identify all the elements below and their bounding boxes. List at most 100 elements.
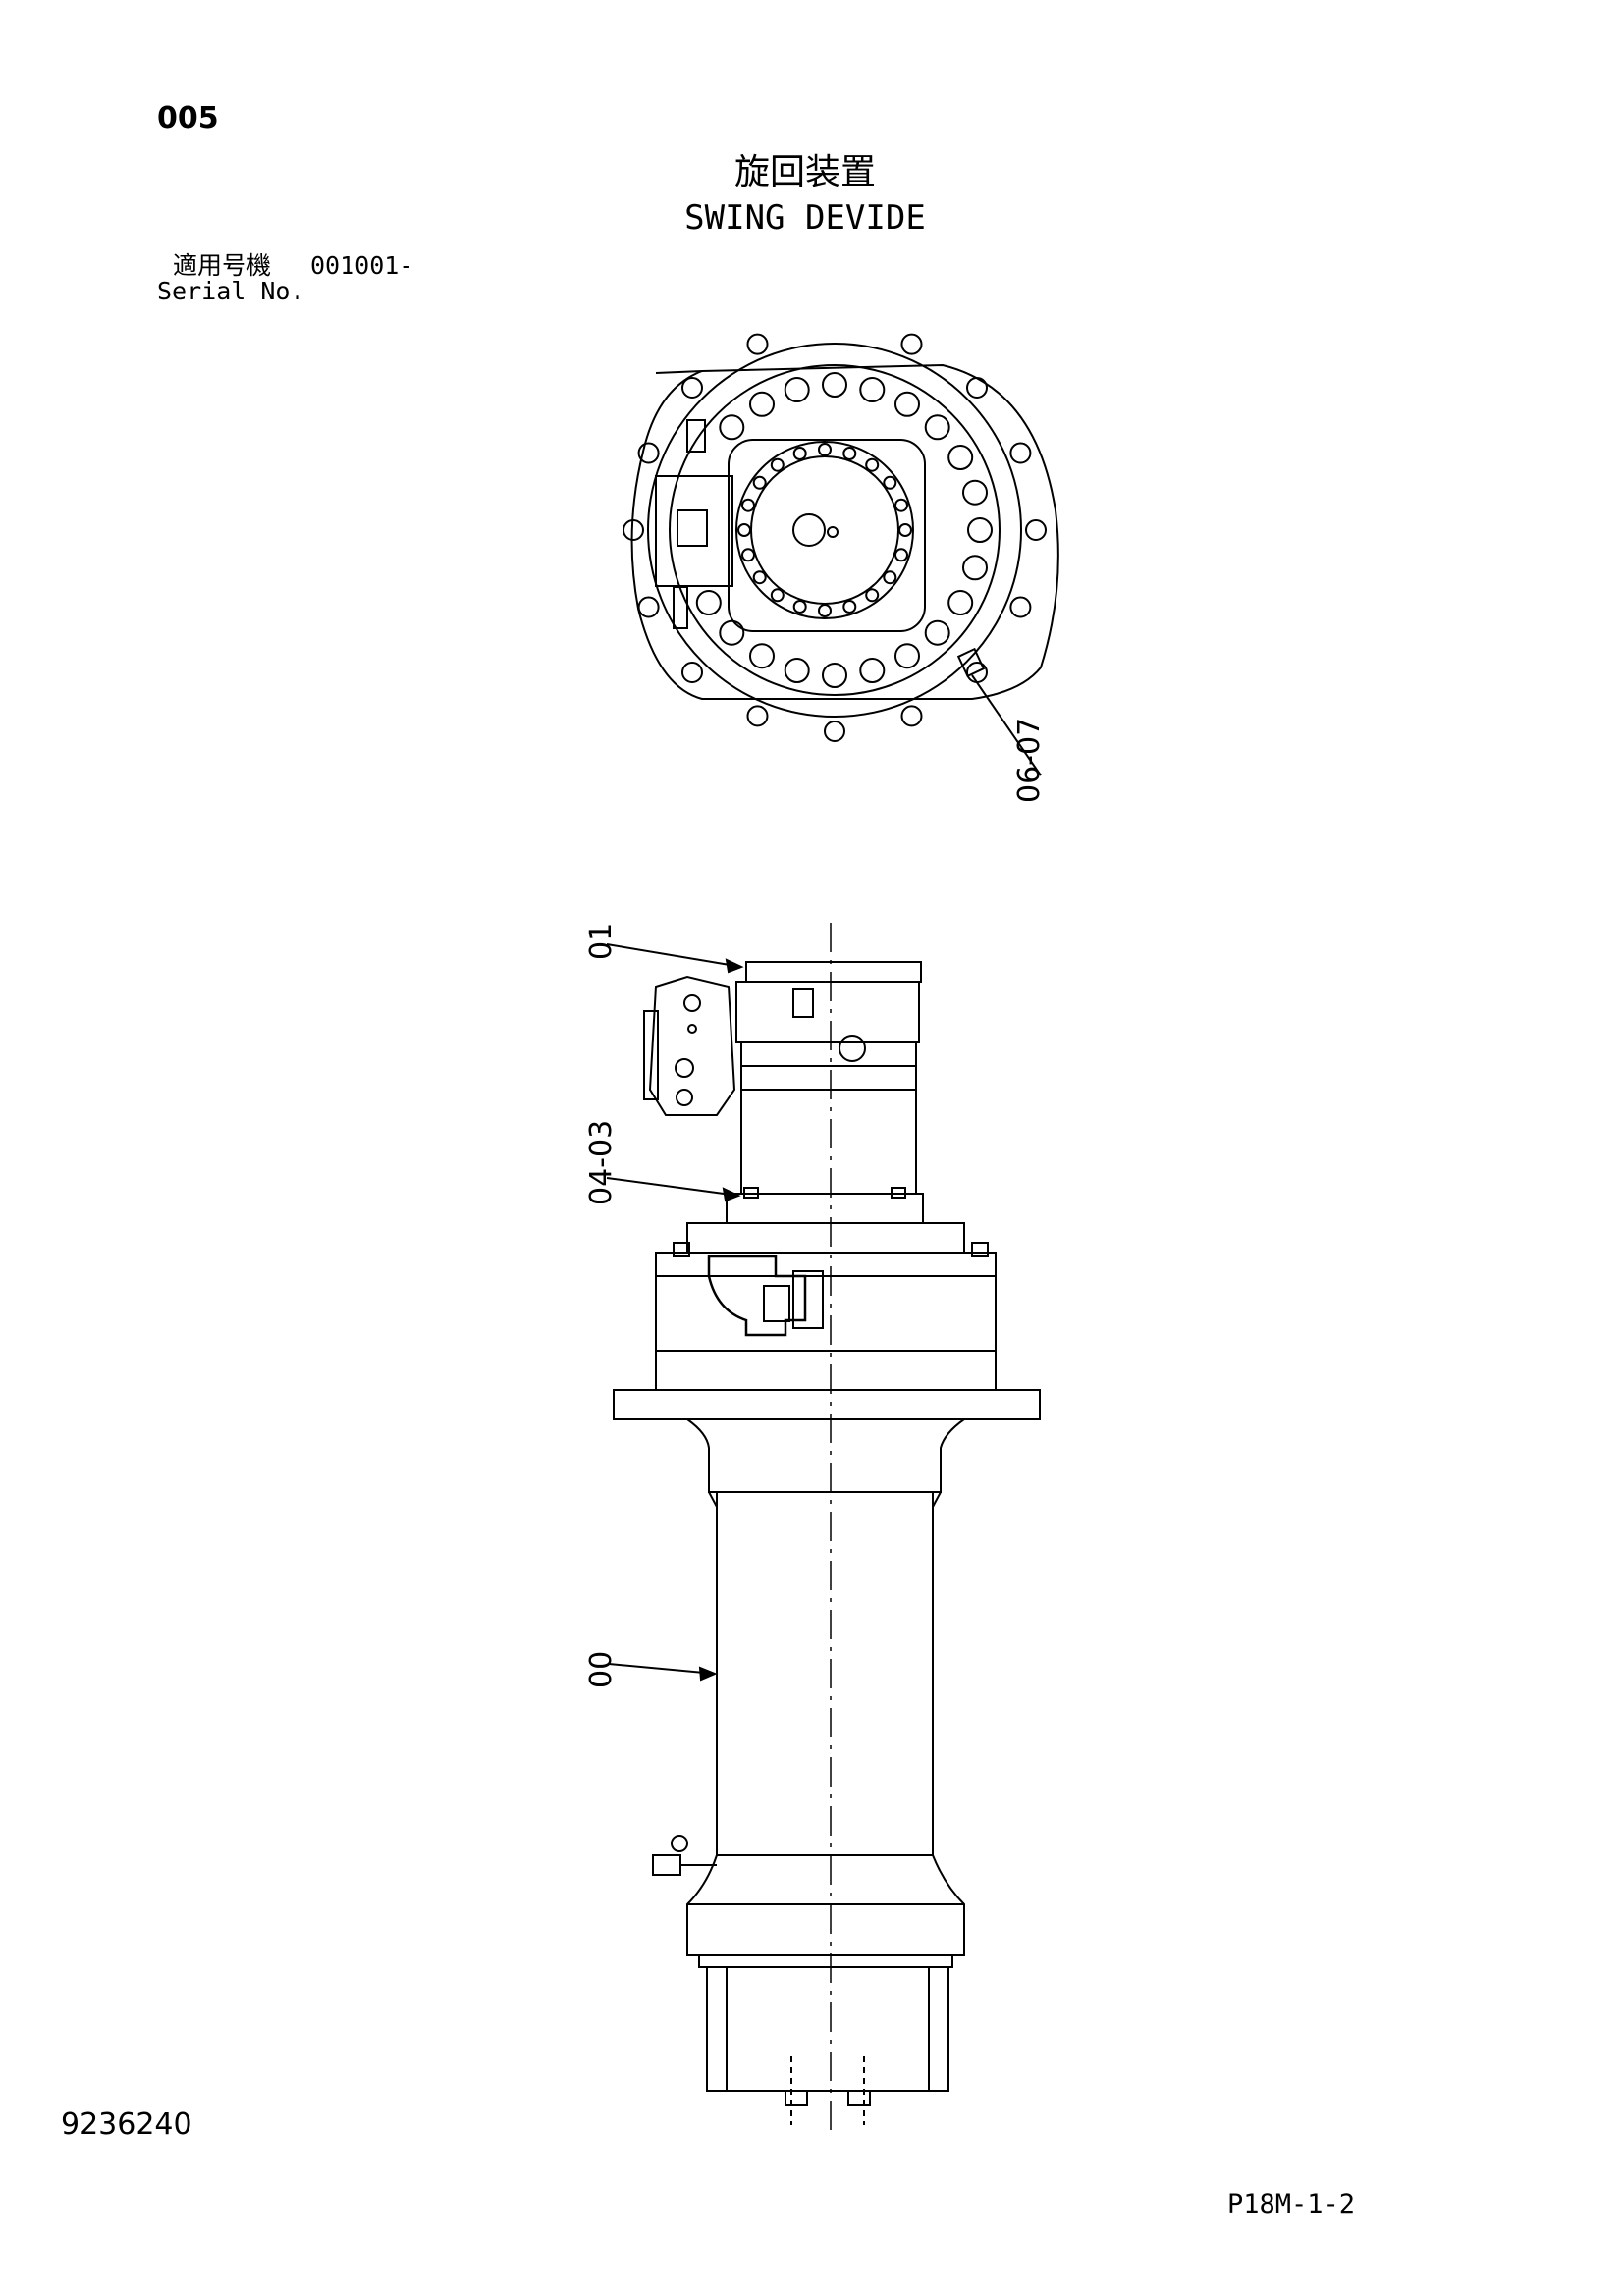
ring-bolts-hole bbox=[894, 391, 920, 417]
side-view-valve-fitting bbox=[683, 994, 701, 1012]
motor-bolts-hole bbox=[818, 604, 832, 617]
outer-holes-hole bbox=[1009, 596, 1032, 618]
side-view-lower-housing bbox=[655, 1350, 997, 1391]
side-view-motor-cap bbox=[745, 961, 922, 983]
outer-holes-hole bbox=[681, 377, 703, 399]
side-view-pinion bbox=[706, 1966, 949, 2092]
title-english: SWING DEVIDE bbox=[684, 198, 926, 238]
motor-bolts-hole bbox=[741, 548, 755, 562]
motor-bolts-hole bbox=[842, 447, 857, 460]
ring-bolts-hole bbox=[947, 590, 974, 615]
motor-bolts-hole bbox=[898, 523, 912, 537]
side-view-gear-bolt-r bbox=[971, 1242, 989, 1257]
side-view-motor-upper bbox=[735, 981, 920, 1043]
ring-bolts-hole bbox=[784, 377, 810, 402]
motor-bolts-hole bbox=[865, 588, 880, 603]
side-view-collar-l bbox=[708, 1491, 718, 1508]
callout-00: 00 bbox=[584, 1651, 619, 1688]
outer-holes-hole bbox=[637, 442, 660, 464]
side-view-motor-neck bbox=[740, 1065, 917, 1195]
motor-bolts-hole bbox=[842, 600, 857, 614]
motor-bolts-hole bbox=[792, 447, 807, 460]
side-view-motor-port bbox=[839, 1035, 866, 1062]
side-view bbox=[606, 923, 1041, 2130]
top-view-motor-body bbox=[728, 439, 926, 632]
leader-06-07 bbox=[971, 674, 1042, 776]
side-view-taper bbox=[683, 1418, 968, 1493]
outer-holes-hole bbox=[900, 333, 923, 355]
motor-bolts-hole bbox=[737, 523, 751, 537]
callout-04-03: 04-03 bbox=[584, 1120, 619, 1205]
top-view-valve-port bbox=[677, 509, 708, 547]
side-view-bolt-r bbox=[891, 1187, 906, 1199]
ring-bolts-hole bbox=[894, 643, 920, 669]
outer-holes-hole bbox=[623, 519, 644, 541]
ring-bolts-hole bbox=[822, 663, 847, 688]
ring-bolts-hole bbox=[859, 377, 886, 402]
side-view-grease-fitting bbox=[671, 1835, 688, 1852]
motor-bolts-hole bbox=[883, 570, 897, 585]
side-view-shaft-housing bbox=[716, 1491, 934, 1856]
side-view-gear-housing bbox=[655, 1252, 997, 1352]
ring-bolts-hole bbox=[962, 479, 988, 506]
callout-06-07: 06-07 bbox=[1012, 718, 1047, 803]
serial-label-japanese: 適用号機 bbox=[173, 251, 272, 280]
side-view-motor-band bbox=[740, 1041, 917, 1067]
motor-bolts-hole bbox=[818, 443, 832, 456]
ring-bolts-hole bbox=[784, 658, 810, 683]
page-number: 005 bbox=[157, 101, 219, 135]
side-view-bolt-l bbox=[743, 1187, 759, 1199]
motor-bolts-hole bbox=[770, 588, 785, 603]
page-reference: P18M-1-2 bbox=[1227, 2189, 1356, 2219]
top-view-motor-bolts bbox=[737, 443, 912, 617]
top-view bbox=[623, 333, 1059, 776]
outer-holes-hole bbox=[824, 721, 845, 742]
side-view-valve-port-a bbox=[675, 1058, 694, 1078]
ring-bolts-hole bbox=[962, 555, 988, 581]
top-view-flange-circle bbox=[647, 343, 1022, 718]
top-view-plug bbox=[956, 647, 986, 678]
serial-value: 001001- bbox=[310, 251, 414, 280]
outer-holes-hole bbox=[637, 596, 660, 618]
ring-bolts-hole bbox=[822, 372, 847, 398]
ring-bolts-hole bbox=[749, 391, 775, 417]
side-view-valve-port-b bbox=[676, 1089, 693, 1106]
top-view-valve-block bbox=[655, 475, 733, 587]
ring-bolts-hole bbox=[859, 658, 886, 683]
outer-holes-hole bbox=[966, 377, 988, 399]
top-view-motor-circle bbox=[735, 441, 914, 619]
side-view-gear-bolt-l bbox=[673, 1242, 690, 1257]
side-view-valve-hole bbox=[687, 1024, 697, 1034]
top-view-ring-bolts bbox=[695, 372, 993, 688]
side-view-cutaway-gear bbox=[763, 1285, 790, 1322]
side-view-mounting-flange bbox=[613, 1389, 1041, 1420]
arrow-01 bbox=[725, 958, 744, 974]
ring-bolts-hole bbox=[719, 414, 745, 441]
drawing-number: 9236240 bbox=[61, 2108, 192, 2142]
motor-bolts-hole bbox=[883, 475, 897, 490]
side-view-motor-plug bbox=[792, 988, 814, 1018]
top-view-edge bbox=[655, 370, 703, 374]
side-view-cutaway bbox=[707, 1255, 807, 1337]
top-view-outer-holes bbox=[623, 333, 1047, 742]
top-view-valve-fittings bbox=[673, 419, 706, 629]
top-view-pin bbox=[827, 526, 839, 538]
motor-bolts-hole bbox=[894, 498, 908, 512]
motor-bolts-hole bbox=[792, 600, 807, 614]
leader-01 bbox=[606, 943, 742, 968]
side-view-pinion-bolt-r bbox=[847, 2090, 871, 2106]
arrow-00 bbox=[698, 1666, 718, 1682]
side-view-brake-valve bbox=[648, 975, 736, 1116]
ring-bolts-hole bbox=[924, 619, 950, 646]
side-view-bearing-housing bbox=[686, 1854, 965, 1956]
top-view-shaft bbox=[792, 513, 826, 547]
outer-holes-hole bbox=[900, 705, 923, 727]
ring-bolts-hole bbox=[924, 414, 950, 441]
motor-bolts-hole bbox=[770, 457, 785, 472]
outer-holes-hole bbox=[1009, 442, 1032, 464]
side-view-gear-top bbox=[686, 1222, 965, 1254]
side-view-grease-body bbox=[652, 1854, 681, 1876]
ring-bolts-hole bbox=[947, 445, 974, 470]
top-view-inner-ring bbox=[669, 364, 1001, 696]
